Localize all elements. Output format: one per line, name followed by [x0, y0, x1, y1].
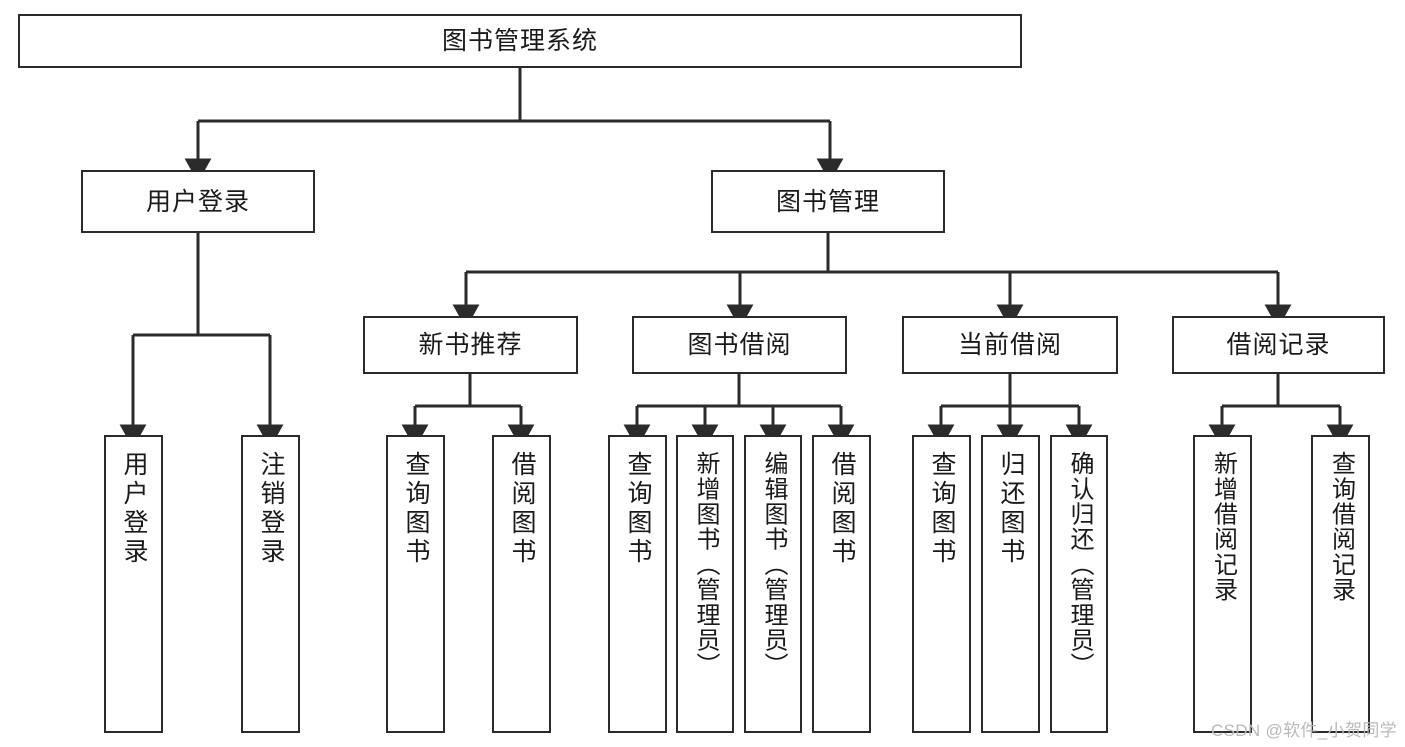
leaf-book-borrow-query[interactable]: 查询图书 — [608, 435, 667, 733]
leaf-user-login-login[interactable]: 用户登录 — [104, 435, 163, 733]
node-label: 新增借阅记录 — [1209, 451, 1237, 603]
node-label: 图书管理 — [775, 187, 880, 216]
node-root-system[interactable]: 图书管理系统 — [18, 14, 1022, 68]
leaf-book-borrow-add[interactable]: 新增图书（管理员） — [676, 435, 734, 733]
leaf-borrow-record-add[interactable]: 新增借阅记录 — [1193, 435, 1252, 733]
leaf-book-borrow-borrow[interactable]: 借阅图书 — [812, 435, 871, 733]
node-borrow-record[interactable]: 借阅记录 — [1172, 316, 1385, 374]
node-label: 借阅图书 — [508, 451, 536, 567]
node-label: 借阅图书 — [828, 451, 856, 567]
leaf-current-borrow-confirm[interactable]: 确认归还（管理员） — [1050, 435, 1108, 733]
node-label: 用户登录 — [120, 451, 148, 567]
node-label: 查询图书 — [402, 451, 430, 567]
node-label: 新增图书（管理员） — [692, 451, 719, 678]
node-label: 当前借阅 — [957, 331, 1062, 359]
node-label: 借阅记录 — [1226, 331, 1331, 359]
leaf-book-borrow-edit[interactable]: 编辑图书（管理员） — [744, 435, 802, 733]
node-book-management[interactable]: 图书管理 — [711, 170, 945, 233]
node-label: 用户登录 — [145, 187, 250, 216]
node-label: 图书借阅 — [687, 331, 792, 359]
node-label: 确认归还（管理员） — [1066, 451, 1093, 678]
node-current-borrow[interactable]: 当前借阅 — [902, 316, 1118, 374]
node-user-login[interactable]: 用户登录 — [81, 170, 315, 233]
watermark-text: CSDN @软件_小贺同学 — [1210, 721, 1397, 740]
node-label: 编辑图书（管理员） — [760, 451, 787, 678]
node-label: 查询图书 — [624, 451, 652, 567]
node-book-borrow[interactable]: 图书借阅 — [632, 316, 847, 374]
node-label: 查询借阅记录 — [1327, 451, 1355, 603]
node-label: 新书推荐 — [418, 331, 523, 359]
leaf-new-book-query[interactable]: 查询图书 — [386, 435, 445, 733]
leaf-current-borrow-return[interactable]: 归还图书 — [981, 435, 1040, 733]
node-label: 注销登录 — [257, 451, 285, 567]
node-new-book-recommend[interactable]: 新书推荐 — [363, 316, 578, 374]
node-label: 查询图书 — [928, 451, 956, 567]
leaf-user-login-logout[interactable]: 注销登录 — [241, 435, 300, 733]
leaf-new-book-borrow[interactable]: 借阅图书 — [492, 435, 551, 733]
leaf-borrow-record-query[interactable]: 查询借阅记录 — [1311, 435, 1370, 733]
node-label: 图书管理系统 — [441, 27, 598, 55]
node-label: 归还图书 — [997, 451, 1025, 567]
leaf-current-borrow-query[interactable]: 查询图书 — [912, 435, 971, 733]
